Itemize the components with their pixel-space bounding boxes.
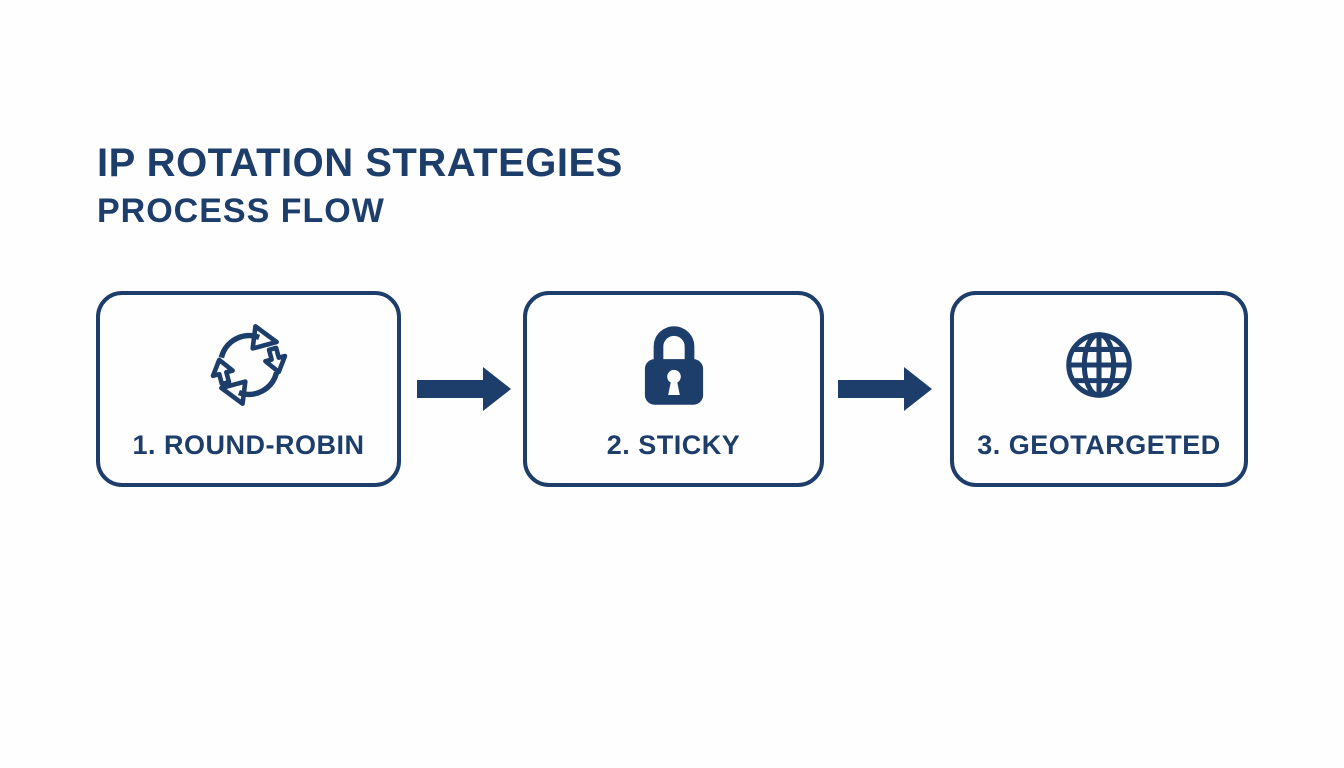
diagram-title-block: IP ROTATION STRATEGIES PROCESS FLOW — [97, 140, 623, 232]
globe-icon — [954, 313, 1244, 417]
step-label-geotargeted: 3. GEOTARGETED — [977, 430, 1221, 460]
flow-arrow-right-icon — [417, 367, 511, 411]
flow-arrow-right-icon — [838, 367, 932, 411]
step-box-sticky: 2. STICKY — [523, 291, 824, 487]
lock-icon — [527, 313, 820, 417]
diagram-title: IP ROTATION STRATEGIES — [97, 141, 623, 185]
step-label-sticky: 2. STICKY — [606, 430, 741, 460]
step-box-round-robin: 1. ROUND-ROBIN — [96, 291, 401, 487]
step-box-geotargeted: 3. GEOTARGETED — [950, 291, 1248, 487]
rotation-icon — [100, 313, 397, 417]
step-label-round-robin: 1. ROUND-ROBIN — [132, 430, 365, 460]
diagram-subtitle: PROCESS FLOW — [97, 192, 385, 230]
